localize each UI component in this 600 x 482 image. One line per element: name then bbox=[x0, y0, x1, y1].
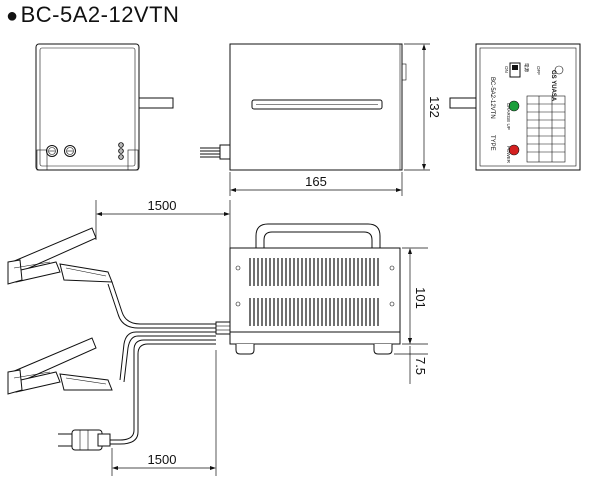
screw-terminals bbox=[118, 142, 124, 160]
panel-model-label: BC-5A2-12VTN bbox=[489, 77, 495, 119]
spec-label bbox=[526, 95, 566, 163]
power-led-icon bbox=[508, 144, 520, 156]
screw-icon bbox=[389, 301, 395, 307]
dim-cable-output-text: 1500 bbox=[148, 198, 177, 213]
dim-height-side: 101 bbox=[413, 287, 428, 309]
model-title-text: BC-5A2-12VTN bbox=[20, 2, 180, 27]
dim-cable-input: 1500 bbox=[111, 350, 217, 476]
front-panel-view: 電源 ON OFF GS YUASA CHARGE UP POWER TYPE … bbox=[449, 43, 581, 171]
bullet-icon: ● bbox=[6, 5, 19, 27]
foot-left bbox=[235, 344, 255, 355]
dim-cable-output: 1500 bbox=[95, 198, 231, 262]
switch-label: 電源 bbox=[523, 63, 530, 72]
top-view: 132 165 bbox=[200, 43, 442, 196]
brand-text: GS YUASA bbox=[550, 70, 556, 102]
charge-led-icon bbox=[508, 100, 520, 112]
charge-label: CHARGE UP bbox=[506, 103, 511, 130]
handle-left-side bbox=[138, 97, 174, 109]
model-title: ●BC-5A2-12VTN bbox=[6, 2, 179, 29]
left-side-view bbox=[35, 43, 174, 171]
ventilation-slots bbox=[249, 258, 379, 326]
output-cables bbox=[107, 281, 216, 445]
foot-right bbox=[373, 344, 393, 355]
switch-on-label: ON bbox=[504, 66, 509, 73]
battery-clip-upper-icon bbox=[7, 227, 113, 285]
screw-icon bbox=[389, 265, 395, 271]
switch-off-label: OFF bbox=[536, 66, 541, 75]
handle-front bbox=[449, 97, 477, 109]
dim-cable-input-text: 1500 bbox=[148, 452, 177, 467]
spec-label-grid bbox=[527, 96, 565, 162]
screw-icon bbox=[235, 265, 241, 271]
battery-clip-lower-icon bbox=[7, 337, 113, 395]
dim-foot-height: 7.5 bbox=[413, 357, 428, 375]
power-plug-icon bbox=[58, 429, 111, 451]
type-label: TYPE bbox=[489, 135, 495, 151]
dim-height-front: 132 bbox=[427, 96, 442, 118]
power-label: POWER bbox=[506, 146, 511, 164]
terminal-connector-1 bbox=[46, 145, 58, 157]
brand-logo: GS YUASA bbox=[550, 65, 564, 102]
screw-icon bbox=[235, 301, 241, 307]
dim-width-top: 165 bbox=[305, 174, 327, 189]
side-view: 101 7.5 bbox=[215, 223, 428, 384]
terminal-connector-2 bbox=[64, 145, 76, 157]
